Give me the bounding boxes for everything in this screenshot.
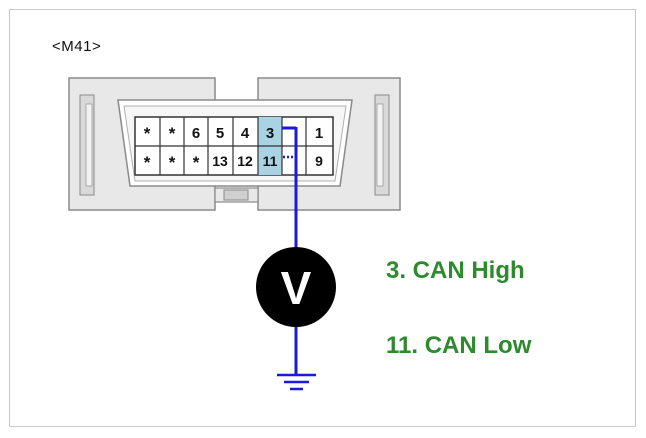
- wiring: [282, 126, 298, 375]
- ground-icon: [277, 373, 316, 391]
- legend-can-high: 3. CAN High: [386, 257, 525, 284]
- connector-label: <M41>: [52, 38, 102, 55]
- pin-bottom-2: *: [169, 153, 176, 172]
- pin-bottom-6: 11: [263, 153, 278, 169]
- voltmeter-symbol: V: [281, 262, 312, 314]
- pin-grid: * * 6 5 4 3 1 * * * 13 12 11 9: [134, 116, 334, 176]
- pin-bottom-1: *: [144, 153, 151, 172]
- pin-top-4: 5: [216, 125, 224, 142]
- voltmeter-icon: V: [256, 247, 336, 327]
- pin-bottom-5: 12: [237, 153, 253, 169]
- pin-top-2: *: [169, 124, 176, 143]
- pin-bottom-3: *: [193, 153, 200, 172]
- legend-can-low: 11. CAN Low: [386, 332, 532, 359]
- pin-bottom-4: 13: [212, 153, 228, 169]
- pin-top-8: 1: [315, 125, 323, 142]
- pin-top-5: 4: [241, 125, 250, 142]
- pin-top-6: 3: [266, 125, 274, 142]
- pin-top-3: 6: [192, 125, 200, 142]
- pin-top-1: *: [144, 124, 151, 143]
- pin-bottom-8: 9: [315, 153, 323, 169]
